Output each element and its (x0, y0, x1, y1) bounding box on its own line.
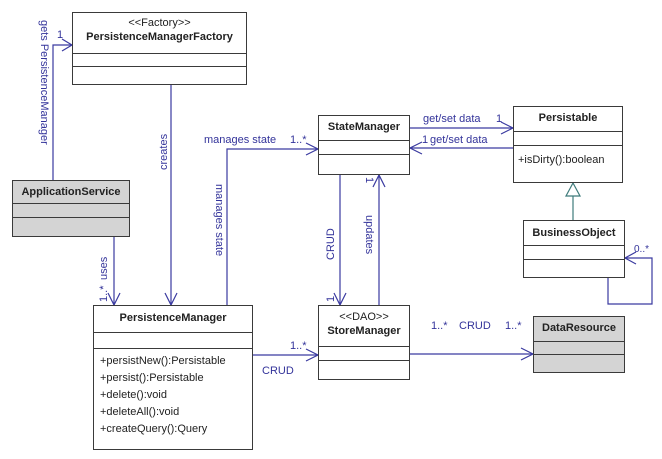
operations-compartment (524, 259, 624, 276)
class-persistence-manager[interactable]: PersistenceManager +persistNew():Persist… (93, 305, 253, 450)
operation: +delete():void (100, 389, 167, 401)
operations-compartment (319, 154, 409, 173)
mult-label: 1..* (98, 285, 110, 302)
mult-label: 0..* (634, 244, 650, 255)
class-persistable[interactable]: Persistable +isDirty():boolean (513, 106, 623, 183)
attributes-compartment (514, 131, 622, 145)
assoc-label-gets-pm: gets PersistenceManager (38, 20, 50, 145)
generalization-triangle-icon (564, 181, 582, 197)
class-name: Persistable (538, 112, 598, 124)
class-name: PersistenceManager (119, 312, 227, 324)
mult-label: 1 (496, 113, 503, 125)
operations-compartment (319, 360, 409, 378)
assoc-label-crud-vert: CRUD (325, 228, 337, 260)
attributes-compartment (13, 203, 129, 217)
operation: +createQuery():Query (100, 423, 208, 435)
mult-label: 1..* (431, 320, 448, 332)
operation: +persist():Persistable (100, 372, 204, 384)
operations-compartment: +persistNew():Persistable +persist():Per… (94, 348, 252, 442)
attributes-compartment (319, 346, 409, 360)
assoc-label-crud-pm: CRUD (262, 365, 294, 377)
assoc-label-getset-top: get/set data (423, 113, 481, 125)
class-business-object[interactable]: BusinessObject (523, 220, 625, 278)
class-name: StateManager (327, 121, 401, 133)
assoc-label-creates: creates (158, 133, 170, 170)
class-name: ApplicationService (21, 186, 121, 198)
assoc-label-updates: updates (363, 215, 375, 255)
attributes-compartment (94, 332, 252, 348)
mult-label: 1..* (290, 134, 307, 146)
mult-label: 1 (422, 134, 429, 146)
operation: +persistNew():Persistable (100, 355, 226, 367)
mult-label: 1 (325, 295, 337, 302)
arrowhead-icon (408, 141, 423, 155)
class-name: BusinessObject (532, 227, 616, 239)
attributes-compartment (319, 140, 409, 154)
operation: +isDirty():boolean (518, 154, 605, 166)
assoc-gets-pm-line (52, 44, 72, 180)
class-stereotype: <<DAO>> (339, 311, 389, 323)
mult-label: 1..* (505, 320, 522, 332)
arrowhead-icon (623, 251, 637, 265)
class-state-manager[interactable]: StateManager (318, 115, 410, 175)
operations-compartment (13, 217, 129, 235)
attributes-compartment (524, 245, 624, 259)
class-name: PersistenceManagerFactory (86, 31, 233, 43)
mult-label: 1..* (290, 340, 307, 352)
operations-compartment: +isDirty():boolean (514, 145, 622, 175)
mult-label: 1 (363, 177, 375, 184)
assoc-manages-state-line (226, 148, 318, 305)
class-data-resource[interactable]: DataResource (533, 316, 625, 373)
attributes-compartment (73, 53, 246, 66)
mult-label: 1 (57, 29, 64, 41)
arrowhead-icon (372, 173, 386, 188)
operations-compartment (73, 66, 246, 83)
attributes-compartment (534, 341, 624, 354)
class-persistence-manager-factory[interactable]: <<Factory>> PersistenceManagerFactory (72, 12, 247, 85)
assoc-label-manages-state: manages state (204, 134, 277, 146)
assoc-label-crud-dr: CRUD (459, 320, 491, 332)
class-name: StoreManager (327, 325, 401, 337)
assoc-label-getset-bottom: get/set data (430, 134, 488, 146)
class-name: DataResource (542, 322, 616, 334)
operations-compartment (534, 354, 624, 371)
operation: +deleteAll():void (100, 406, 180, 418)
class-stereotype: <<Factory>> (128, 17, 191, 29)
class-application-service[interactable]: ApplicationService (12, 180, 130, 237)
assoc-label-manages-state-vert: manages state (213, 184, 225, 257)
assoc-self-bo-line (607, 257, 653, 305)
class-store-manager[interactable]: <<DAO>> StoreManager (318, 305, 410, 380)
assoc-label-uses: uses (98, 256, 110, 280)
